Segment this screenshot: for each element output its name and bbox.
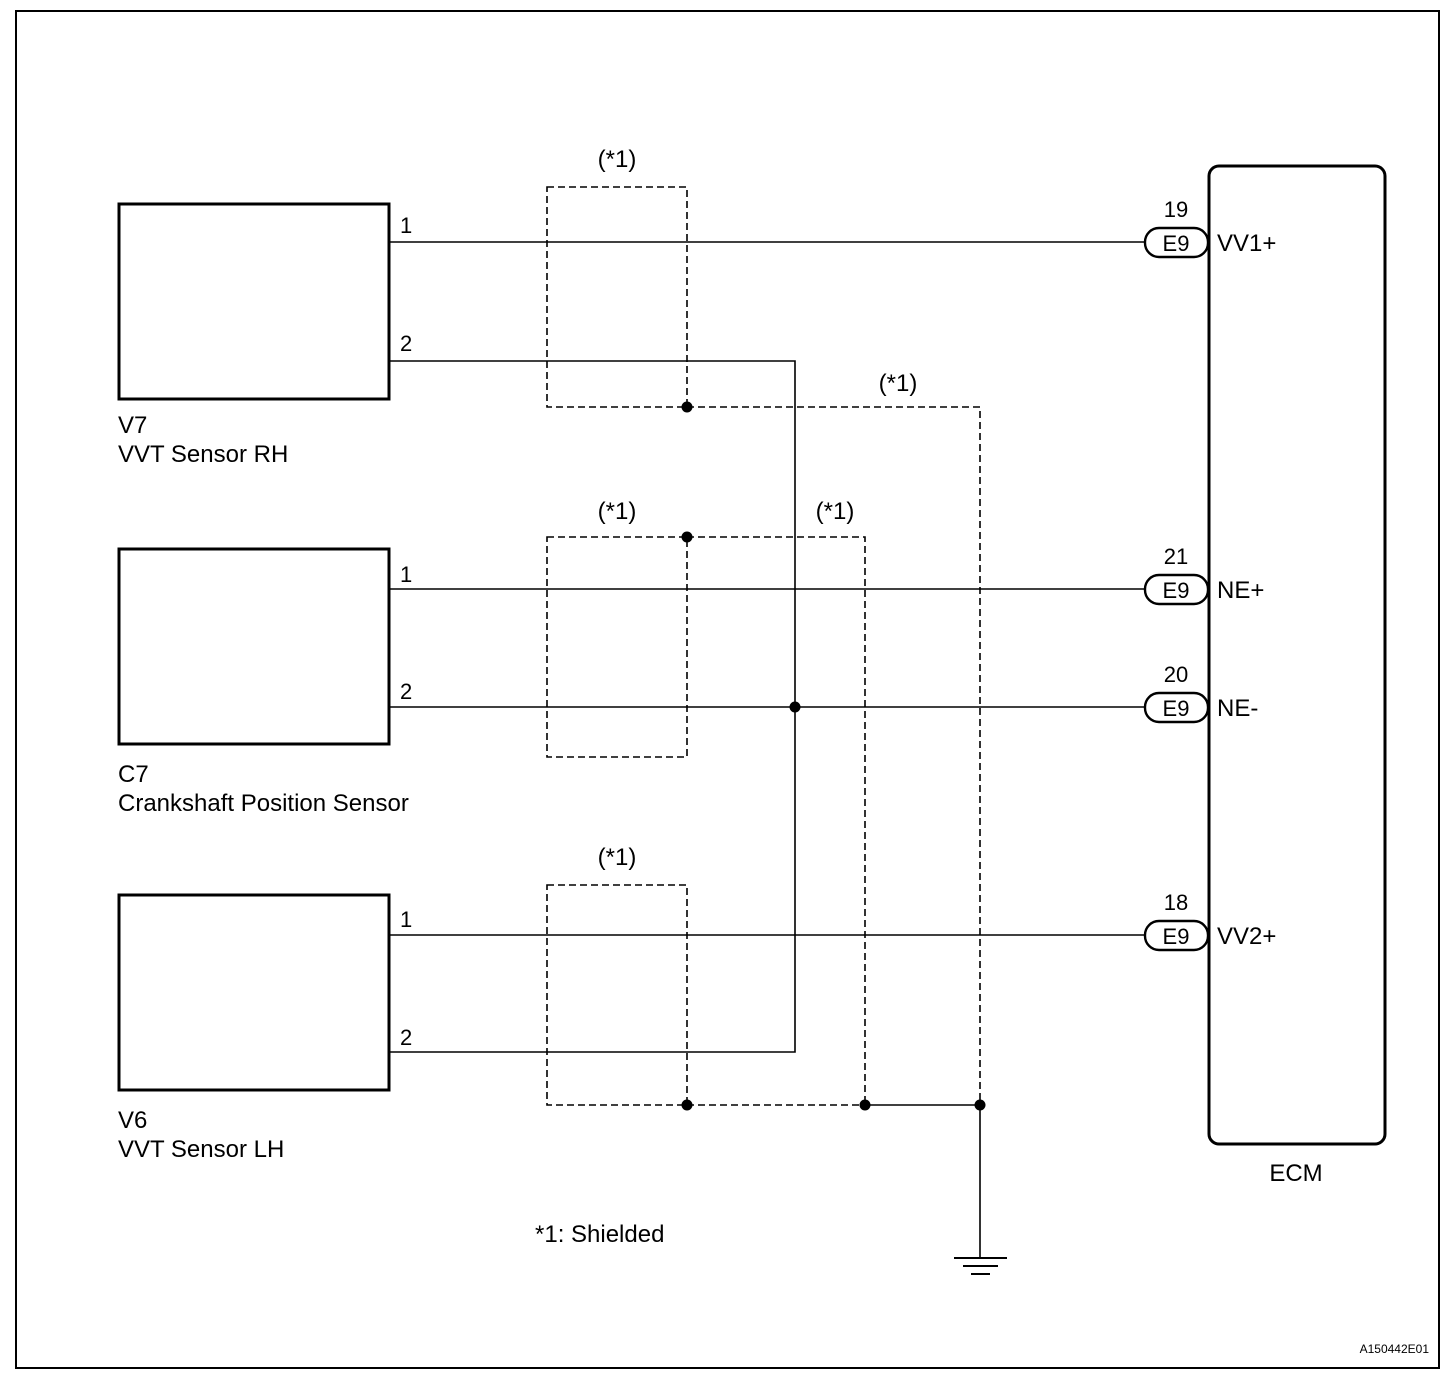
junction-dot	[789, 701, 801, 713]
component-name: VVT Sensor LH	[118, 1136, 284, 1163]
shield-mark: (*1)	[598, 498, 637, 525]
shield-mark: (*1)	[879, 370, 918, 397]
connector-label: E9	[1163, 578, 1190, 603]
junction-dot	[859, 1099, 871, 1111]
shield-drain-middle	[687, 536, 866, 1105]
connector-ne-plus	[1143, 573, 1210, 606]
junction-dot	[974, 1099, 986, 1111]
component-code: V7	[118, 412, 147, 439]
connector-label: E9	[1163, 231, 1190, 256]
component-name: Crankshaft Position Sensor	[118, 790, 409, 817]
component-pin-number: 2	[400, 1025, 412, 1050]
ecm-label: ECM	[1269, 1160, 1322, 1187]
ecm-signal-name: NE+	[1217, 577, 1264, 604]
ecm-pin-number: 18	[1164, 890, 1188, 915]
junction-dot	[681, 401, 693, 413]
shield-box-middle	[546, 536, 688, 758]
shield-mark: (*1)	[598, 146, 637, 173]
connector-vv1	[1143, 226, 1210, 259]
component-pin-number: 1	[400, 213, 412, 238]
component-code: C7	[118, 761, 149, 788]
component-pin-number: 1	[400, 907, 412, 932]
ecm-pin-number: 21	[1164, 544, 1188, 569]
shield-mark: (*1)	[598, 844, 637, 871]
figure-id: A150442E01	[1360, 1342, 1430, 1356]
component-pin-number: 2	[400, 331, 412, 356]
ecm-signal-name: NE-	[1217, 695, 1258, 722]
junction-dot	[681, 1099, 693, 1111]
connector-ne-minus	[1143, 691, 1210, 724]
diagram-frame	[15, 10, 1440, 1369]
connector-label: E9	[1163, 924, 1190, 949]
ecm-box	[1207, 164, 1387, 1146]
ecm-pin-number: 19	[1164, 197, 1188, 222]
shield-drain-right	[687, 406, 981, 1105]
connector-vv2	[1143, 919, 1210, 952]
crankshaft-sensor-box	[117, 547, 391, 746]
shield-box-bottom	[546, 884, 688, 1106]
ecm-pin-number: 20	[1164, 662, 1188, 687]
junction-dot	[681, 531, 693, 543]
component-pin-number: 2	[400, 679, 412, 704]
vvt-sensor-rh-box	[117, 202, 391, 401]
shield-mark: (*1)	[816, 498, 855, 525]
ecm-signal-name: VV1+	[1217, 230, 1276, 257]
connector-label: E9	[1163, 696, 1190, 721]
component-pin-number: 1	[400, 562, 412, 587]
vvt-sensor-lh-box	[117, 893, 391, 1092]
shield-box-top	[546, 186, 688, 408]
legend-shielded: *1: Shielded	[535, 1221, 664, 1248]
component-name: VVT Sensor RH	[118, 441, 288, 468]
ground-icon	[954, 1257, 1007, 1275]
ecm-signal-name: VV2+	[1217, 923, 1276, 950]
component-code: V6	[118, 1107, 147, 1134]
